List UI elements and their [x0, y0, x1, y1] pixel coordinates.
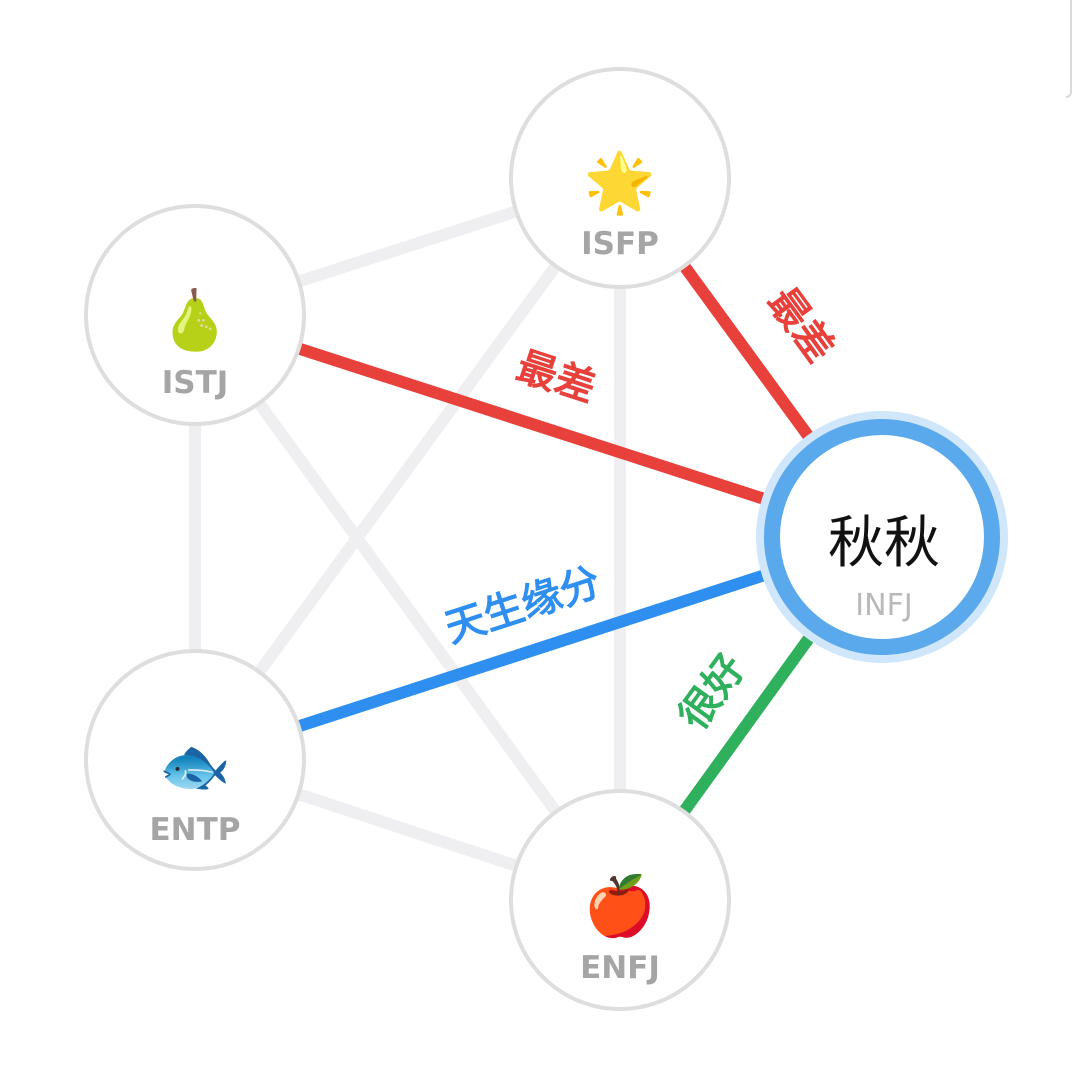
node-entp[interactable]: 🐟 ENTP [84, 649, 306, 871]
node-type-label: ISTJ [162, 365, 229, 401]
neutral-links [189, 172, 626, 906]
relation-label-istj: 最差 [511, 343, 601, 411]
node-type-label: ISFP [581, 226, 659, 262]
fish-icon: 🐟 [159, 732, 231, 800]
center-node[interactable]: 秋秋 INFJ [756, 411, 1008, 663]
node-type-label: ENTP [150, 812, 241, 848]
link-istj-enfj [190, 311, 625, 904]
pear-icon: 🍐 [159, 286, 231, 354]
sparkle-star-icon: 🌟 [584, 148, 656, 217]
node-enfj[interactable]: 🍎 ENFJ [509, 789, 731, 1011]
scroll-edge-decoration [1066, 0, 1072, 98]
center-name: 秋秋 [828, 511, 940, 576]
node-type-label: ENFJ [580, 950, 660, 986]
node-istj[interactable]: 🍐 ISTJ [84, 204, 306, 426]
apple-icon: 🍎 [584, 871, 656, 940]
node-isfp[interactable]: 🌟 ISFP [509, 67, 731, 289]
link-isfp-entp [190, 174, 625, 764]
relation-label-isfp: 最差 [758, 279, 842, 371]
center-type: INFJ [855, 588, 912, 623]
